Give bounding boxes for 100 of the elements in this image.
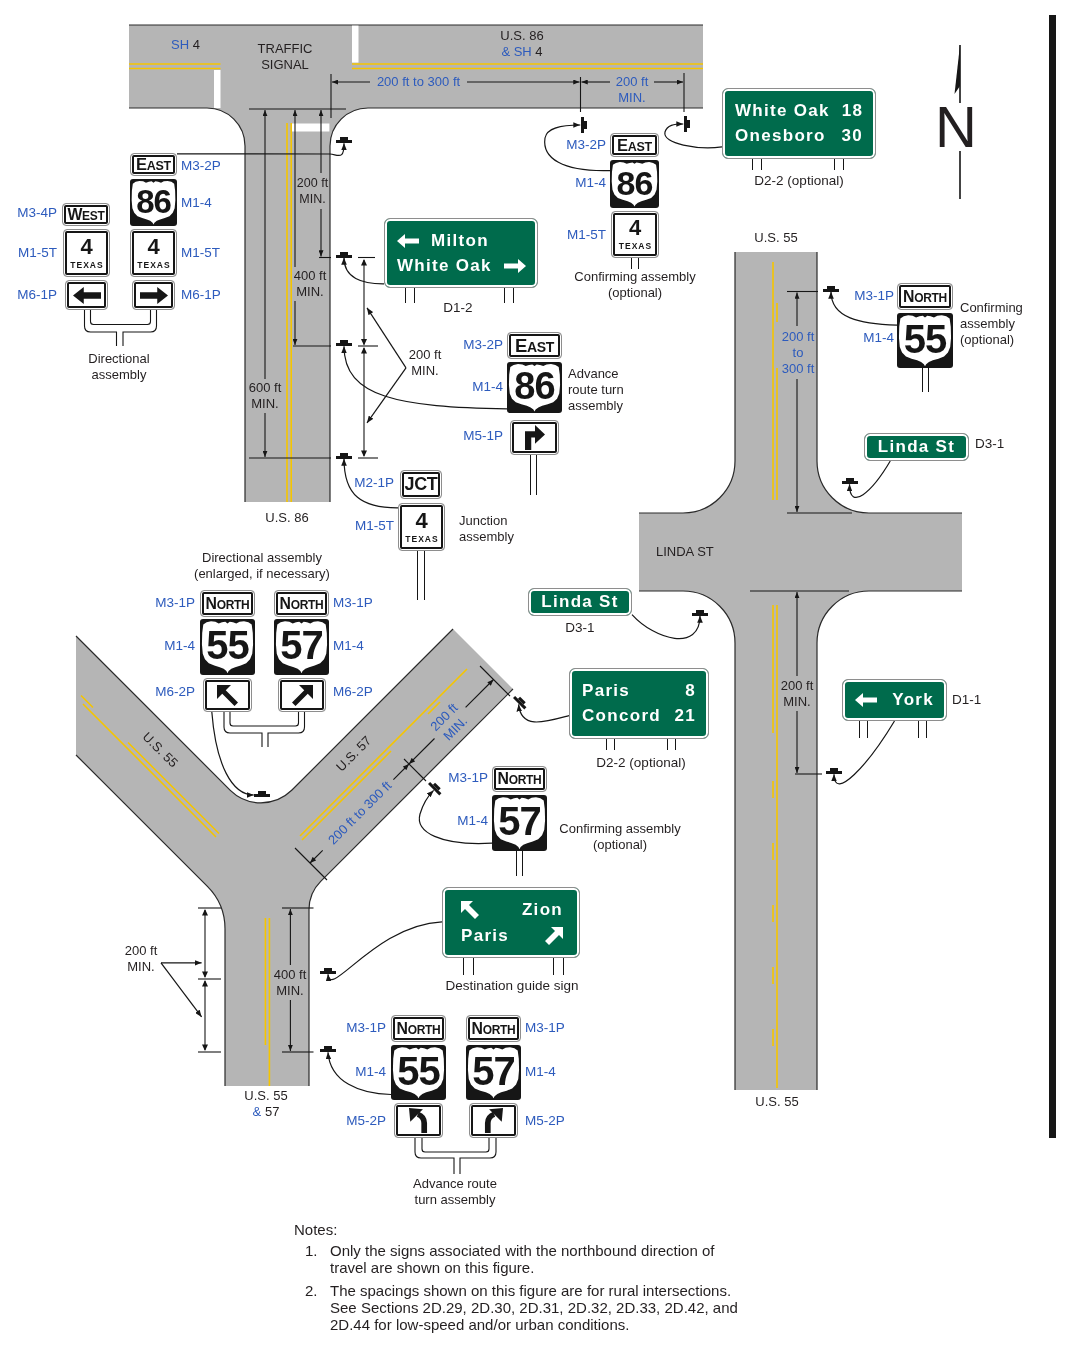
leader-line [326,1051,392,1096]
sign-caption: Destination guide sign [445,978,579,994]
road-name: U.S. 55 [755,1094,799,1110]
direction-plate: NORTH [897,283,953,310]
dimension-label: 200 ft to 300 ft [781,329,815,377]
sign-code: M1-4 [164,638,195,654]
sign-code: M6-2P [155,684,195,700]
leader-line [160,960,203,966]
assembly-caption: Confirming assembly (optional) [960,300,1023,348]
state-name: TEXAS [69,259,104,270]
sign-code: M1-4 [525,1064,556,1080]
leader-line [847,460,891,499]
leader-line [327,921,443,982]
arrow-plate-sign [278,678,326,712]
guide-sign [842,679,947,721]
distance: 30 [841,126,863,146]
sign-code: M1-5T [18,245,57,261]
street-name: Linda St [541,592,619,612]
sign-code: M6-1P [17,287,57,303]
sign-location-symbol [823,285,839,292]
leader-line [517,703,570,723]
dimension-line [201,980,208,1051]
dimension-label: 200 ft MIN. [780,678,814,710]
note-text: The spacings shown on this figure are for rural intersections. See Sections 2D.29, 2D.30, 2D.31, 2D.32, 2D.33, 2D.42, and 2D.44 for low-speed and/or urban conditions. [330,1282,738,1333]
guide-sign [864,433,969,461]
note-number: 1. [305,1242,318,1259]
guide-sign [528,588,632,616]
sign-code: M3-1P [346,1020,386,1036]
sign-code: M1-4 [355,1064,386,1080]
dimension-line [201,909,208,978]
leader-line [418,789,493,845]
sign-caption: D3-1 [565,620,595,636]
north-label: N [935,104,977,150]
direction-plate: NORTH [492,766,547,792]
sign-code: M3-1P [333,595,373,611]
route-shield-sign [200,619,255,675]
route-number: 57 [280,625,323,666]
route-number: 4 [415,510,428,531]
assembly-caption: Junction assembly [459,513,514,545]
destination-name: White Oak [735,101,830,121]
road-name: U.S. 55 [754,230,798,246]
sign-code: M3-1P [854,288,894,304]
sign-code: M1-4 [457,813,488,829]
direction-plate: NORTH [200,590,255,617]
guide-sign [569,668,709,739]
street-name: Linda St [877,437,956,457]
route-number: 4 [80,236,93,257]
sign-location-symbol [513,696,527,710]
assembly-caption: Directional assembly (enlarged, if necessary) [194,550,330,582]
sign-location-symbol [692,609,708,616]
note-number: 2. [305,1282,318,1299]
destination-name: Onesboro [735,126,826,146]
sign-code: M3-4P [17,205,57,221]
distance: 21 [674,706,696,726]
sign-location-symbol [254,790,270,797]
state-name: TEXAS [404,533,439,544]
road-name: U.S. 86 [265,510,309,526]
route-shield-sign [391,1045,446,1100]
dimension-label: 200 ft MIN. [427,700,472,746]
destination-name: Zion [521,899,563,920]
arrow-plate-sign [469,1103,518,1138]
dimension-label: 200 ft to 300 ft [324,777,396,849]
sign-code: M5-2P [346,1113,386,1129]
state-route-sign [398,503,445,551]
dimension-label: 200 ft MIN. [121,943,161,975]
sign-code: M1-4 [333,638,364,654]
arrow-plate-sign [394,1103,443,1138]
distance: 8 [685,681,696,701]
route-shield-sign [466,1045,521,1100]
direction-plate: WEST [62,203,110,226]
route-number: 55 [206,625,249,666]
sign-code: M6-2P [333,684,373,700]
sign-caption: D1-1 [952,692,982,708]
state-route-sign [63,229,110,277]
guide-sign [722,88,876,159]
direction-plate: NORTH [274,590,329,617]
sign-location-symbol [841,478,858,484]
sign-code: M3-1P [155,595,195,611]
route-number: 57 [472,1050,515,1091]
arrow-plate-sign [203,678,252,712]
sign-location-symbol [428,782,442,796]
route-shield-sign [492,795,547,851]
sign-caption: D2-2 (optional) [754,173,844,189]
sign-caption: D3-1 [975,436,1005,452]
route-shield-sign [897,313,953,368]
leader-line [160,962,203,1018]
leader-line [832,720,896,785]
leader-line [211,711,255,797]
sign-location-symbol [320,968,336,974]
assembly-caption: Advance route turn assembly [413,1176,497,1208]
destination-name: York [892,690,934,710]
sign-code: M1-4 [863,330,894,346]
note-text: Only the signs associated with the northbound direction of travel are shown on this figure. [330,1242,715,1276]
distance: 18 [841,101,864,121]
sign-location-symbol [320,1046,336,1052]
road-name: LINDA ST [656,544,714,560]
guide-sign [442,887,580,958]
assembly-caption: Confirming assembly (optional) [559,821,681,853]
route-number: 55 [397,1050,440,1091]
road-name: U.S. 55 & 57 [244,1088,288,1120]
